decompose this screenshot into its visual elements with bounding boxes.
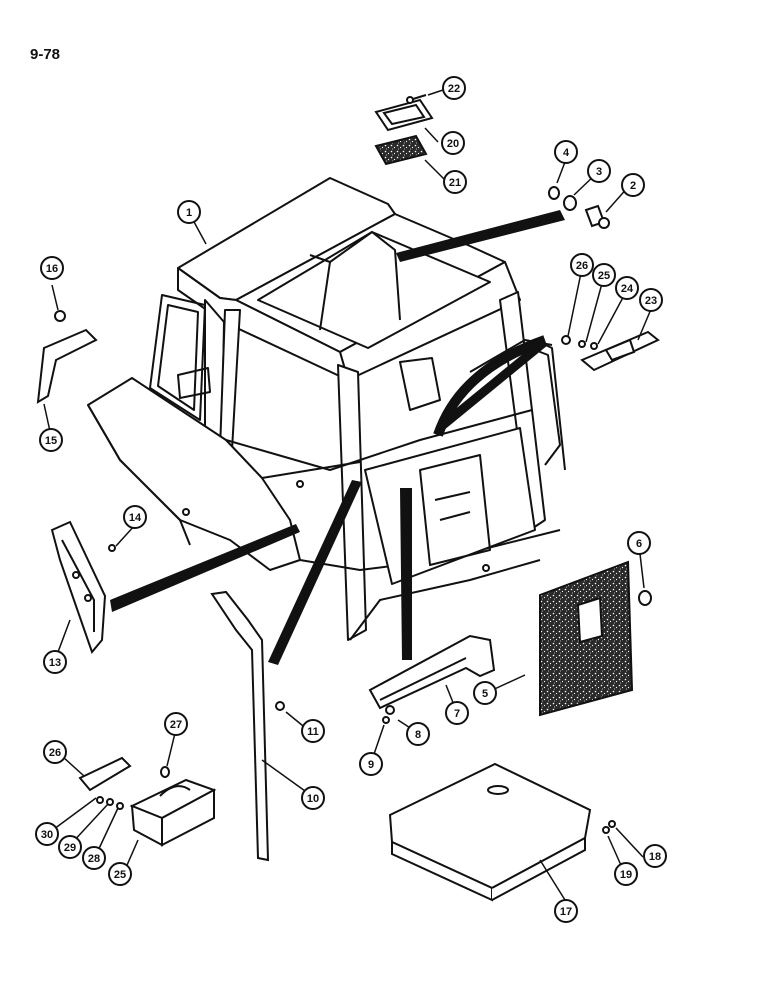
callout-label: 14	[129, 512, 142, 524]
callout-27: 27	[164, 712, 188, 736]
callout-label: 4	[563, 147, 570, 159]
trim-strip-10	[210, 590, 285, 862]
callout-24: 24	[615, 276, 639, 300]
callout-13: 13	[43, 650, 67, 674]
callout-label: 8	[415, 729, 421, 741]
callout-label: 11	[307, 726, 319, 738]
callout-11: 11	[301, 719, 325, 743]
callout-label: 16	[46, 263, 58, 275]
callout-label: 25	[114, 869, 126, 881]
switch-assembly	[548, 186, 610, 229]
callout-4: 4	[554, 140, 578, 164]
callout-label: 27	[170, 719, 182, 731]
callout-label: 7	[454, 708, 460, 720]
callout-18: 18	[643, 844, 667, 868]
callout-1: 1	[177, 200, 201, 224]
callout-25-top: 25	[592, 263, 616, 287]
callout-label: 2	[630, 180, 636, 192]
callout-label: 24	[621, 283, 634, 295]
toolbox-25	[129, 766, 217, 847]
callout-label: 6	[636, 538, 642, 550]
callout-9: 9	[359, 752, 383, 776]
callout-28: 28	[82, 846, 106, 870]
callout-label: 30	[41, 829, 53, 841]
page-number: 9-78	[30, 46, 61, 63]
bracket-26	[78, 756, 132, 810]
roof-mat-21	[374, 134, 428, 166]
callout-label: 29	[64, 842, 76, 854]
callout-5: 5	[473, 681, 497, 705]
callout-30: 30	[35, 822, 59, 846]
callout-label: 19	[620, 869, 632, 881]
callout-label: 5	[482, 688, 488, 700]
step-7	[368, 634, 496, 724]
callout-25-bottom: 25	[108, 862, 132, 886]
bracket-23	[561, 330, 660, 372]
floor-mat-5	[539, 560, 652, 717]
callout-17: 17	[554, 899, 578, 923]
callout-20: 20	[441, 131, 465, 155]
callout-3: 3	[587, 159, 611, 183]
tray-17	[388, 762, 616, 902]
callout-10: 10	[301, 786, 325, 810]
callout-label: 26	[576, 260, 588, 272]
callout-label: 26	[49, 747, 61, 759]
callout-2: 2	[621, 173, 645, 197]
callout-6: 6	[627, 531, 651, 555]
callout-label: 21	[449, 177, 461, 189]
callout-21: 21	[443, 170, 467, 194]
callout-26-bottom: 26	[43, 740, 67, 764]
callout-label: 20	[447, 138, 459, 150]
callout-29: 29	[58, 835, 82, 859]
callout-label: 18	[649, 851, 661, 863]
callout-label: 13	[49, 657, 61, 669]
callout-label: 22	[448, 83, 460, 95]
callout-14: 14	[123, 505, 147, 529]
callout-23: 23	[639, 288, 663, 312]
callout-label: 1	[186, 207, 192, 219]
callout-label: 28	[88, 853, 100, 865]
callout-16: 16	[40, 256, 64, 280]
leader-wedges	[110, 210, 565, 665]
callout-label: 9	[368, 759, 374, 771]
callout-26-top: 26	[570, 253, 594, 277]
callout-22: 22	[442, 76, 466, 100]
callout-19: 19	[614, 862, 638, 886]
cab-assembly	[87, 177, 566, 641]
callouts: 1 2 3 4 5 6 7 8 9 10 11 13 14 15 16 17 1…	[35, 76, 667, 923]
callout-label: 3	[596, 166, 602, 178]
grab-handle-15	[36, 310, 98, 404]
side-panel-13	[50, 520, 116, 654]
callout-label: 25	[598, 270, 610, 282]
callout-label: 15	[45, 435, 57, 447]
callout-label: 10	[307, 793, 319, 805]
callout-8: 8	[406, 722, 430, 746]
screw-22	[406, 94, 427, 104]
roof-plate-20	[374, 98, 434, 132]
callout-label: 23	[645, 295, 657, 307]
callout-7: 7	[445, 701, 469, 725]
callout-label: 17	[560, 906, 572, 918]
callout-15: 15	[39, 428, 63, 452]
